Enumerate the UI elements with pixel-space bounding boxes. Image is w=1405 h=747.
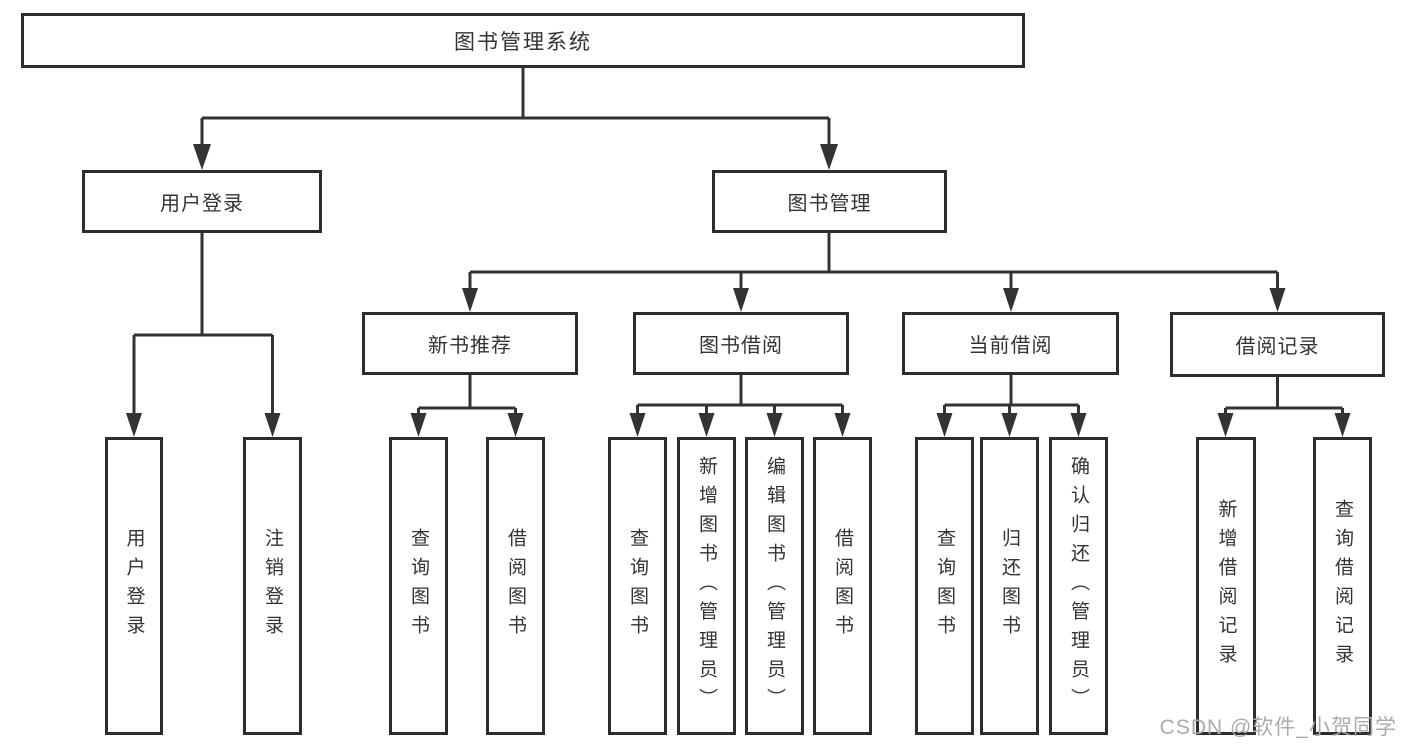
leaf-return-books: 归还图书	[980, 437, 1039, 735]
leaf-add-books-admin-label: 新增图书（管理员）	[696, 455, 717, 717]
node-user-login: 用户登录	[82, 170, 322, 233]
leaf-return-books-label: 归还图书	[999, 528, 1020, 644]
leaf-user-login: 用户登录	[105, 437, 163, 735]
leaf-add-borrow-record: 新增借阅记录	[1196, 437, 1256, 735]
arrow-down-icon	[1217, 413, 1234, 437]
connector-bookborrow-to-leaves	[636, 375, 844, 415]
leaf-query-books-3: 查询图书	[915, 437, 974, 735]
arrow-down-icon	[733, 288, 749, 312]
arrow-down-icon	[1334, 413, 1351, 437]
leaf-query-books-3-label: 查询图书	[934, 528, 955, 644]
arrow-down-icon	[193, 144, 211, 170]
arrow-down-icon	[462, 288, 478, 312]
arrow-down-icon	[1003, 288, 1019, 312]
arrow-down-icon	[766, 413, 783, 437]
leaf-query-books-2: 查询图书	[608, 437, 667, 735]
leaf-borrow-books: 借阅图书	[486, 437, 545, 735]
connector-currentborrow-to-leaves	[943, 375, 1080, 415]
arrow-down-icon	[1269, 288, 1286, 312]
node-book-borrow-label: 图书借阅	[699, 335, 783, 357]
leaf-borrow-books-2: 借阅图书	[813, 437, 872, 735]
connector-bookmgmt-to-level3	[468, 233, 1279, 290]
node-book-management: 图书管理	[712, 170, 947, 233]
connector-root-to-level2	[200, 68, 831, 146]
node-system-root-label: 图书管理系统	[454, 30, 592, 54]
node-new-book-recommend-label: 新书推荐	[428, 335, 512, 357]
node-new-book-recommend: 新书推荐	[362, 312, 578, 375]
leaf-user-login-label: 用户登录	[123, 528, 145, 644]
leaf-borrow-books-2-label: 借阅图书	[832, 528, 853, 644]
connector-userlogin-to-leaves	[132, 233, 274, 415]
arrow-down-icon	[820, 144, 838, 170]
node-borrow-records-label: 借阅记录	[1235, 336, 1320, 358]
arrow-down-icon	[410, 413, 427, 437]
leaf-query-books-label: 查询图书	[408, 528, 429, 644]
leaf-query-borrow-record: 查询借阅记录	[1313, 437, 1372, 735]
arrow-down-icon	[629, 413, 646, 437]
leaf-add-borrow-record-label: 新增借阅记录	[1215, 499, 1237, 673]
connector-borrowrecords-to-leaves	[1224, 377, 1344, 415]
node-user-login-label: 用户登录	[160, 193, 244, 215]
leaf-add-books-admin: 新增图书（管理员）	[677, 437, 736, 735]
arrow-down-icon	[1070, 413, 1087, 437]
arrow-down-icon	[834, 413, 851, 437]
node-system-root: 图书管理系统	[21, 13, 1025, 68]
node-book-borrow: 图书借阅	[633, 312, 849, 375]
arrow-down-icon	[507, 413, 524, 437]
leaf-query-books: 查询图书	[389, 437, 448, 735]
leaf-confirm-return-admin: 确认归还（管理员）	[1049, 437, 1108, 735]
leaf-edit-books-admin: 编辑图书（管理员）	[745, 437, 804, 735]
node-book-management-label: 图书管理	[787, 193, 872, 215]
leaf-logout: 注销登录	[243, 437, 302, 735]
leaf-query-books-2-label: 查询图书	[627, 528, 648, 644]
arrow-down-icon	[126, 413, 142, 437]
node-borrow-records: 借阅记录	[1170, 312, 1385, 377]
arrow-down-icon	[936, 413, 953, 437]
arrow-down-icon	[264, 413, 281, 437]
arrow-down-icon	[698, 413, 715, 437]
leaf-edit-books-admin-label: 编辑图书（管理员）	[764, 455, 785, 717]
arrow-down-icon	[1001, 413, 1018, 437]
node-current-borrow: 当前借阅	[902, 312, 1119, 375]
connector-newbookrec-to-leaves	[417, 375, 517, 415]
leaf-logout-label: 注销登录	[262, 528, 283, 644]
leaf-borrow-books-label: 借阅图书	[505, 528, 526, 644]
node-current-borrow-label: 当前借阅	[968, 335, 1053, 357]
csdn-watermark: CSDN @软件_小贺同学	[1159, 716, 1397, 739]
leaf-confirm-return-admin-label: 确认归还（管理员）	[1068, 455, 1089, 717]
leaf-query-borrow-record-label: 查询借阅记录	[1332, 499, 1353, 673]
